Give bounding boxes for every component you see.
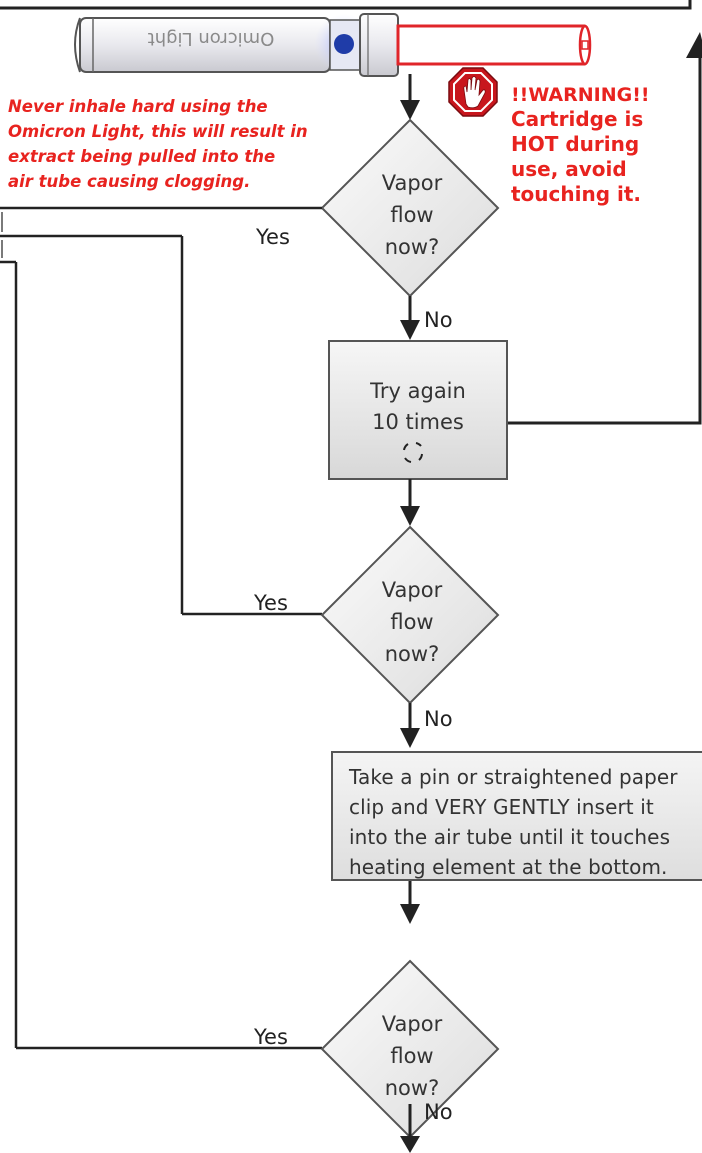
top-frame-line [0,0,692,10]
flow-arrow [400,479,420,526]
decision-text: flow [390,203,433,227]
step-box [328,340,508,480]
caution-note-line: Never inhale hard using the [8,97,268,116]
device-label: Omicron Light [148,28,275,49]
decision-text: now? [385,235,439,259]
warning-line: Cartridge is [511,107,643,131]
decision-text: now? [385,1076,439,1100]
flow-arrow [400,74,420,120]
step-text: Take a pin or straightened paper clip an… [349,765,678,879]
step-text: 10 times [372,410,464,434]
caution-note-line: Omicron Light, this will result in [8,122,308,141]
decision-text: Vapor [382,1012,443,1036]
indicator-light-icon [334,34,354,54]
step-box: Take a pin or straightened paper clip an… [331,751,702,881]
stop-hand-icon [448,67,498,117]
flow-arrow [400,703,420,748]
retry-loop-line [508,32,702,425]
caution-note-line: air tube causing clogging. [8,172,250,191]
warning-line: touching it. [511,182,641,206]
decision-text: flow [390,1044,433,1068]
warning-line: use, avoid [511,157,627,181]
decision-text: Vapor [382,171,443,195]
decision-text: flow [390,610,433,634]
no-label: No [424,308,453,332]
caution-note-line: extract being pulled into the [8,147,275,166]
yes-label: Yes [255,225,290,249]
no-label: No [424,707,453,731]
yes-label: Yes [253,591,288,615]
flow-arrow [400,296,420,340]
step-text: Try again [369,379,466,403]
flow-arrow [400,881,420,924]
no-label: No [424,1100,453,1124]
cartridge-tube [396,24,586,66]
repeat-spinner-icon [403,442,423,463]
warning-title: !!WARNING!! [511,84,650,106]
omicron-light-device: Omicron Light [74,13,592,77]
warning-line: HOT during [511,132,639,156]
flow-arrow [400,1104,420,1153]
yes-label: Yes [253,1025,288,1049]
decision-text: Vapor [382,578,443,602]
decision-text: now? [385,642,439,666]
